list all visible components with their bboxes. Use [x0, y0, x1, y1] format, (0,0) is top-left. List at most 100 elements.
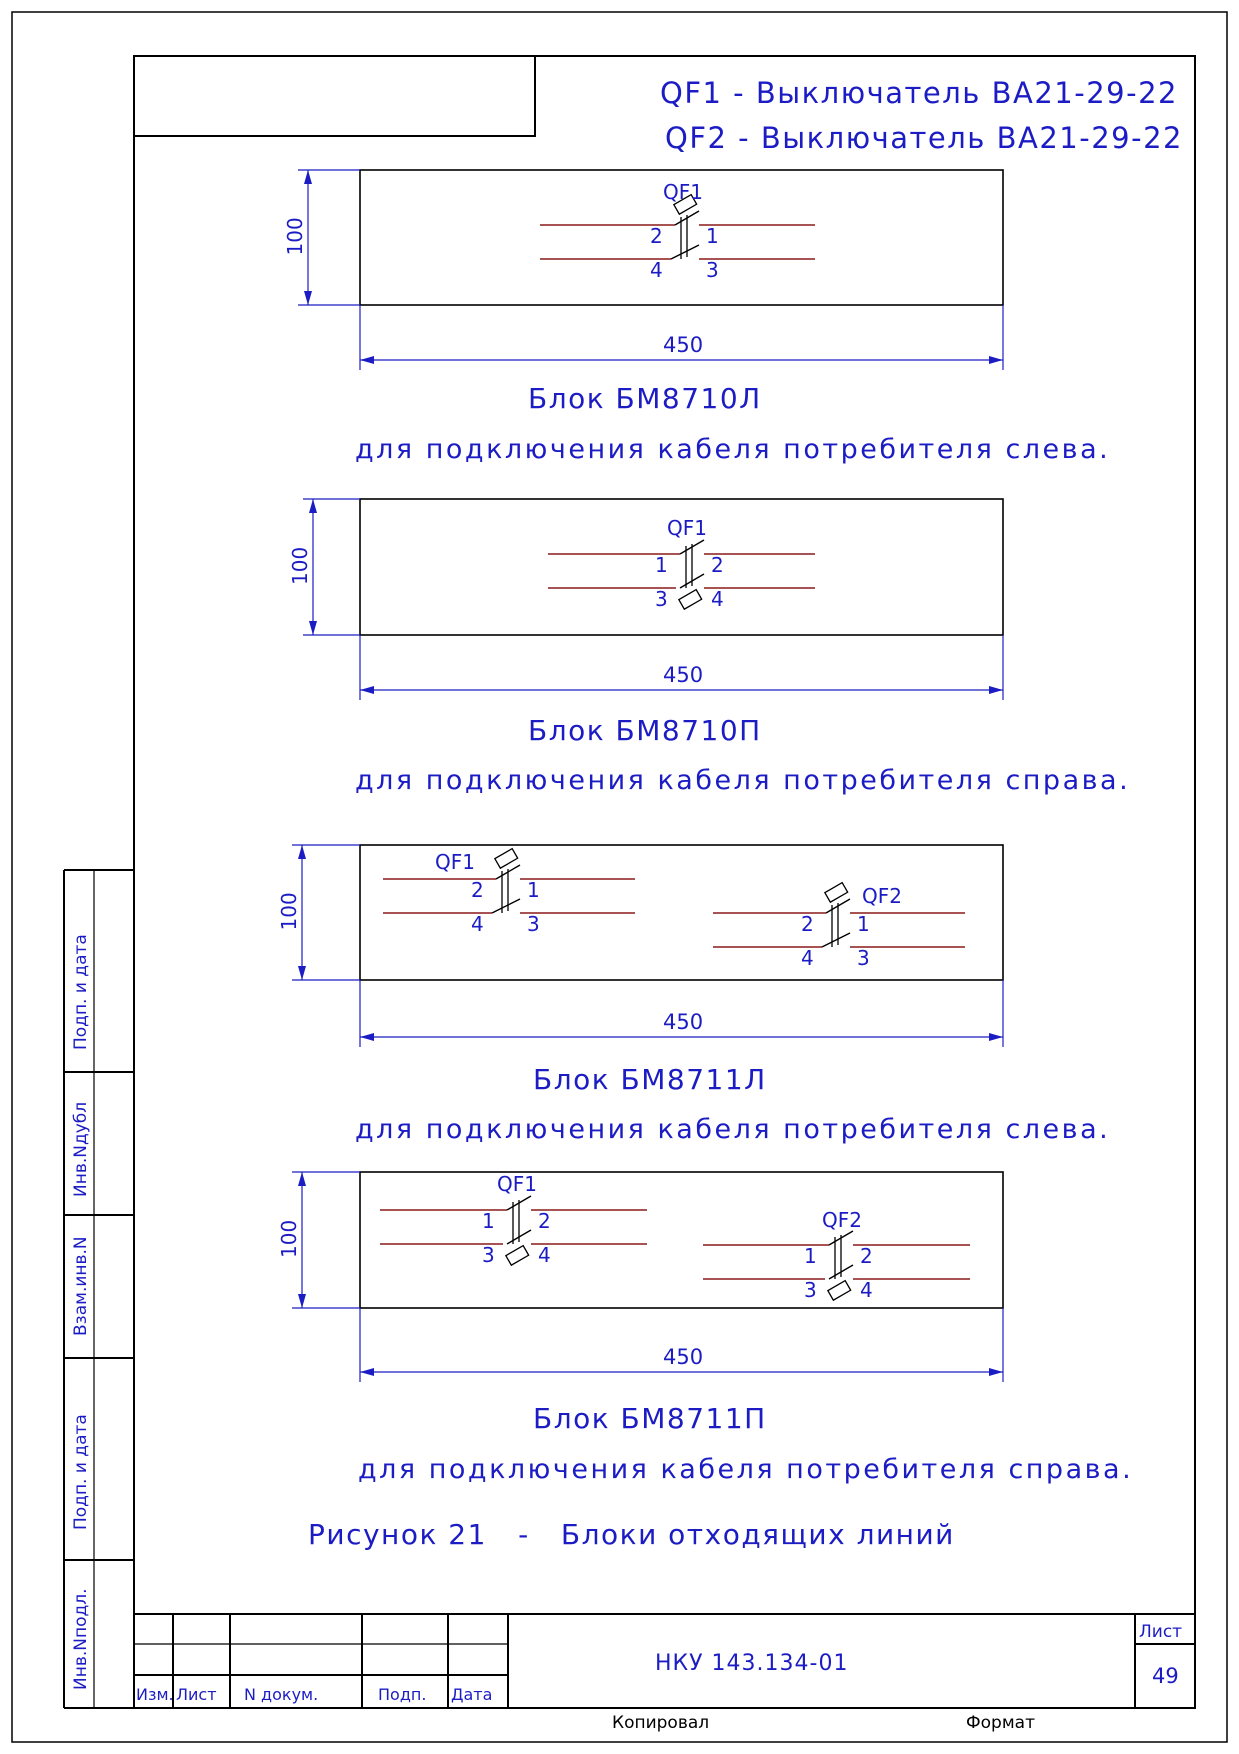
terminal-lower-right: 3: [857, 946, 870, 970]
terminal-lower-right: 4: [860, 1278, 873, 1302]
col-doc: N докум.: [244, 1685, 318, 1704]
dimension-arrowhead: [989, 686, 1003, 694]
block-outline: [359, 498, 1004, 636]
width-dimension-label: 450: [663, 1010, 703, 1034]
terminal-lower-right: 4: [538, 1243, 551, 1267]
actuator-box: [493, 847, 519, 870]
dimension-arrowhead: [298, 845, 306, 859]
actuator-box: [672, 193, 698, 216]
breaker-name: QF1: [435, 850, 475, 874]
dimension-arrowhead: [298, 1294, 306, 1308]
terminal-lower-left: 4: [801, 946, 814, 970]
dimension-arrowhead: [298, 1172, 306, 1186]
footer-format: Формат: [966, 1713, 1035, 1733]
breaker-name: QF2: [862, 884, 902, 908]
switch-blade: [821, 932, 851, 948]
terminal-upper-left: 1: [482, 1209, 495, 1233]
dimension-arrowhead: [989, 1033, 1003, 1041]
dimension-arrowhead: [360, 356, 374, 364]
block-title: Блок БМ8711П: [533, 1402, 767, 1435]
block-outline: [359, 844, 1004, 981]
breaker-qf2: QF2 2 1 4 3: [713, 881, 965, 970]
side-stamp: Подп. и дата Инв.Nдубл Взам.инв.N Подп. …: [63, 869, 134, 1709]
dimension-arrowhead: [360, 1033, 374, 1041]
width-dimension-label: 450: [663, 1345, 703, 1369]
col-podp: Подп.: [378, 1685, 426, 1704]
terminal-upper-left: 2: [471, 878, 484, 902]
outer-frame: [11, 11, 1228, 1743]
document-code: НКУ 143.134-01: [655, 1651, 848, 1676]
terminal-upper-left: 1: [804, 1244, 817, 1268]
actuator-box: [826, 1279, 852, 1302]
footer-copied: Копировал: [612, 1713, 709, 1733]
legend-line-2: QF2 - Выключатель ВА21-29-22: [665, 121, 1183, 155]
dimension-arrowhead: [304, 170, 312, 184]
breaker-name: QF1: [663, 180, 703, 204]
actuator-box: [677, 588, 703, 611]
actuator-box: [504, 1244, 530, 1267]
height-dimension-label: 100: [283, 217, 307, 255]
width-dimension-label: 450: [663, 333, 703, 357]
block-title: Блок БМ8710П: [528, 714, 762, 747]
stamp-label-2: Инв.Nдубл: [71, 1102, 91, 1197]
sheet-number: 49: [1152, 1664, 1179, 1688]
terminal-upper-left: 2: [801, 912, 814, 936]
actuator-box: [823, 881, 849, 904]
col-list: Лист: [176, 1685, 217, 1704]
switch-blade: [670, 244, 700, 260]
inner-frame: [133, 55, 1196, 1709]
dimension-arrowhead: [309, 499, 317, 513]
block-outline: [359, 1171, 1004, 1309]
terminal-lower-left: 3: [804, 1278, 817, 1302]
legend-line-1: QF1 - Выключатель ВА21-29-22: [660, 76, 1178, 110]
terminal-upper-right: 1: [527, 878, 540, 902]
block-title: Блок БМ8711Л: [533, 1063, 767, 1096]
terminal-upper-left: 2: [650, 224, 663, 248]
figure-caption: Рисунок 21 - Блоки отходящих линий: [308, 1518, 955, 1551]
height-dimension-label: 100: [277, 1220, 301, 1258]
dimension-arrowhead: [304, 291, 312, 305]
block-title: Блок БМ8710Л: [528, 382, 762, 415]
terminal-upper-right: 1: [857, 912, 870, 936]
terminal-upper-right: 2: [860, 1244, 873, 1268]
terminal-upper-left: 1: [655, 553, 668, 577]
height-dimension-label: 100: [277, 892, 301, 930]
terminal-lower-right: 3: [527, 912, 540, 936]
title-block: Изм. Лист N докум. Подп. Дата НКУ 143.13…: [134, 1613, 1195, 1708]
terminal-lower-left: 4: [471, 912, 484, 936]
col-izm: Изм.: [136, 1685, 174, 1704]
top-corner-box: [134, 56, 536, 137]
terminal-upper-right: 1: [706, 224, 719, 248]
stamp-label-4: Подп. и дата: [71, 1414, 91, 1530]
stamp-label-5: Инв.Nподл.: [71, 1588, 91, 1690]
block-subtitle: для подключения кабеля потребителя справ…: [355, 765, 1130, 796]
width-dimension-label: 450: [663, 663, 703, 687]
switch-blade: [491, 898, 521, 914]
block-subtitle: для подключения кабеля потребителя справ…: [358, 1454, 1133, 1485]
terminal-lower-right: 4: [711, 587, 724, 611]
breaker-name: QF2: [822, 1208, 862, 1232]
dimension-arrowhead: [989, 356, 1003, 364]
terminal-upper-right: 2: [711, 553, 724, 577]
terminal-lower-right: 3: [706, 258, 719, 282]
dimension-arrowhead: [360, 686, 374, 694]
block-subtitle: для подключения кабеля потребителя слева…: [355, 434, 1110, 465]
sheet-label: Лист: [1139, 1622, 1182, 1642]
height-dimension-label: 100: [288, 547, 312, 585]
breaker-qf1: QF1 2 1 4 3: [383, 847, 635, 936]
terminal-lower-left: 3: [655, 587, 668, 611]
terminal-upper-right: 2: [538, 1209, 551, 1233]
stamp-label-3: Взам.инв.N: [71, 1236, 91, 1336]
col-data: Дата: [451, 1685, 492, 1704]
terminal-lower-left: 3: [482, 1243, 495, 1267]
